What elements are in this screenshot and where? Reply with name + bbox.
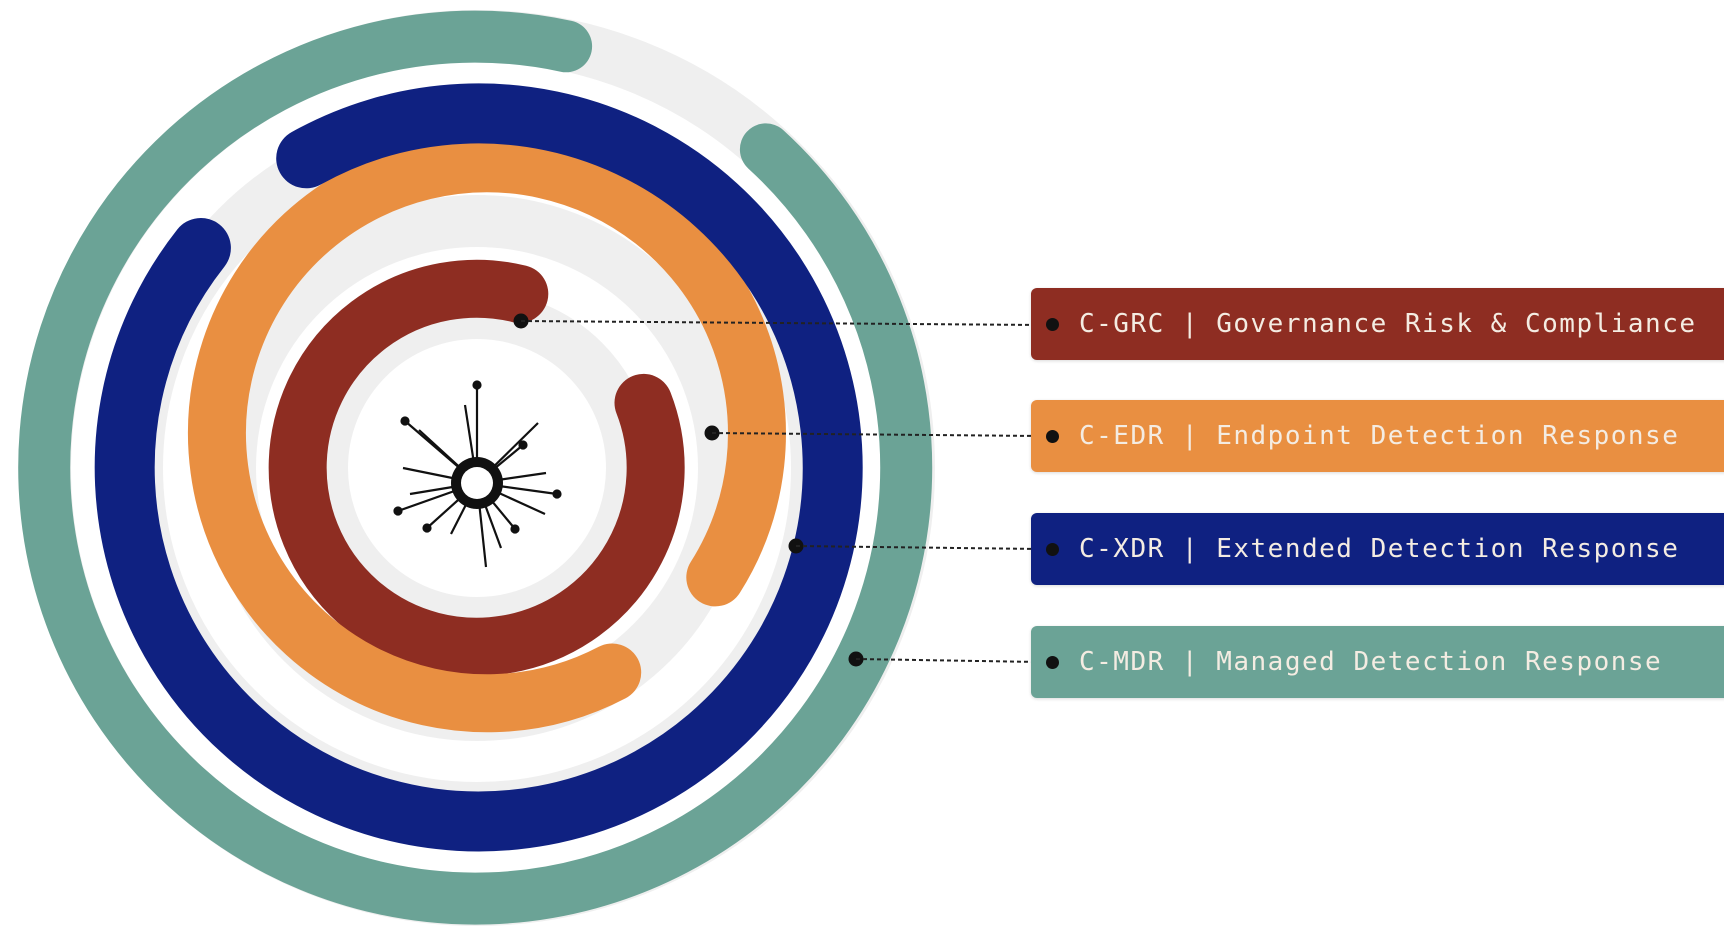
grc-label-text: C-GRC | Governance Risk & Compliance (1079, 309, 1697, 339)
edr-connector-line (711, 432, 1040, 437)
edr-label-box: C-EDR | Endpoint Detection Response (1031, 400, 1724, 472)
xdr-ring-arc-main (94, 83, 863, 852)
mdr-connector-line (855, 658, 1040, 663)
edr-label-dot (1046, 429, 1059, 443)
grc-connector-line (520, 320, 1040, 326)
xdr-connector-line (795, 545, 1040, 550)
xdr-label-dot (1046, 542, 1059, 556)
xdr-label-text: C-XDR | Extended Detection Response (1079, 534, 1680, 564)
xdr-label-box: C-XDR | Extended Detection Response (1031, 513, 1724, 585)
mdr-label-box: C-MDR | Managed Detection Response (1031, 626, 1724, 698)
grc-label-dot (1046, 317, 1059, 331)
edr-label-text: C-EDR | Endpoint Detection Response (1079, 421, 1680, 451)
mdr-ring-arc-main (18, 10, 933, 925)
grc-ring-arc (268, 259, 685, 676)
grc-label-box: C-GRC | Governance Risk & Compliance (1031, 288, 1724, 360)
mdr-label-text: C-MDR | Managed Detection Response (1079, 647, 1663, 677)
edr-ring-arc (188, 134, 786, 733)
concentric-rings (18, 10, 1040, 926)
mdr-label-dot (1046, 655, 1059, 669)
network-hub-icon (393, 380, 562, 568)
